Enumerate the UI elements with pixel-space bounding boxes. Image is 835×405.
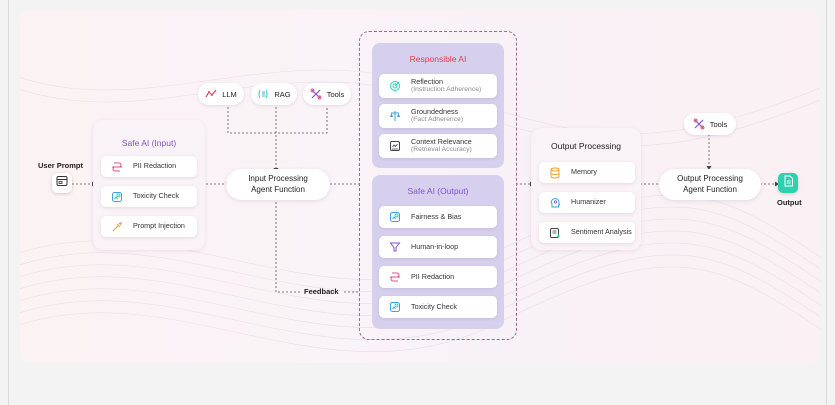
llm-icon: [205, 89, 217, 99]
llm-pill[interactable]: LLM: [198, 83, 244, 105]
document-icon: [783, 174, 794, 192]
safe-ai-input-title: Safe AI (Input): [121, 138, 177, 148]
right-border: [826, 0, 827, 405]
tools-label-top: Tools: [326, 89, 345, 99]
safe-ai-output-panel: Safe AI (Output) Fairness & Bias Human-i…: [372, 175, 504, 329]
output-label: Output: [777, 198, 802, 207]
funnel-icon: [388, 240, 402, 254]
output-node[interactable]: [778, 173, 798, 193]
safe-ai-output-title: Safe AI (Output): [407, 186, 469, 196]
safe-ai-input-item-prompt-injection[interactable]: Prompt Injection: [101, 216, 197, 237]
item-label: Human-in-loop: [411, 241, 459, 251]
responsible-ai-container: [359, 31, 517, 340]
llm-label: LLM: [222, 89, 237, 99]
item-label: Context Relevance: [411, 136, 472, 146]
item-sublabel: (Instruction Adherence): [411, 86, 482, 94]
input-agent-line1: Input Processing: [248, 174, 308, 184]
sentiment-icon: [548, 226, 562, 240]
safe-ai-input-item-pii[interactable]: PII Redaction: [101, 156, 197, 177]
tools-pill-top[interactable]: Tools: [303, 83, 351, 105]
responsible-ai-panel: Responsible AI Reflection(Instruction Ad…: [372, 43, 504, 168]
tools-pill-output[interactable]: Tools: [684, 113, 736, 135]
toxicity-check-icon: [388, 300, 402, 314]
output-processing-agent[interactable]: Output Processing Agent Function: [659, 169, 761, 200]
output-processing-item-memory[interactable]: Memory: [539, 162, 635, 183]
responsible-ai-title: Responsible AI: [409, 54, 467, 64]
item-label: Sentiment Analysis: [571, 227, 632, 237]
item-label: PII Redaction: [133, 161, 177, 171]
fairness-icon: [388, 210, 402, 224]
item-sublabel: (Retrieval Accuracy): [411, 146, 472, 154]
browser-window-icon: [56, 174, 68, 192]
safe-ai-input-panel: Safe AI (Input) PII Redaction Toxicity C…: [93, 120, 205, 250]
left-border: [8, 0, 9, 405]
responsible-ai-item-groundedness[interactable]: Groundedness(Fact Adherence): [379, 104, 497, 128]
safe-ai-output-item-toxicity[interactable]: Toxicity Check: [379, 296, 497, 318]
output-processing-panel: Output Processing Memory Humanizer Senti…: [531, 128, 641, 250]
prompt-injection-icon: [110, 220, 124, 234]
rag-pill[interactable]: RAG: [251, 83, 297, 105]
input-processing-agent[interactable]: Input Processing Agent Function: [226, 169, 330, 200]
item-label: Reflection: [411, 76, 443, 86]
pii-redaction-icon: [388, 270, 402, 284]
rag-icon: [257, 88, 269, 100]
scale-icon: [388, 109, 402, 123]
item-label: Humanizer: [571, 197, 606, 207]
tools-icon: [693, 118, 705, 130]
rag-label: RAG: [274, 89, 291, 99]
humanizer-icon: [548, 196, 562, 210]
responsible-ai-item-context-relevance[interactable]: Context Relevance(Retrieval Accuracy): [379, 134, 497, 158]
safe-ai-output-item-pii[interactable]: PII Redaction: [379, 266, 497, 288]
tools-label-output: Tools: [709, 119, 728, 129]
feedback-label: Feedback: [304, 287, 339, 296]
reflection-icon: [388, 79, 402, 93]
toxicity-check-icon: [110, 190, 124, 204]
tools-icon: [310, 88, 322, 100]
item-label: Toxicity Check: [411, 301, 457, 311]
output-agent-line1: Output Processing: [677, 174, 743, 184]
pii-redaction-icon: [110, 160, 124, 174]
item-label: Toxicity Check: [133, 191, 179, 201]
item-label: PII Redaction: [411, 271, 455, 281]
output-processing-title: Output Processing: [551, 141, 621, 151]
item-label: Prompt Injection: [133, 221, 185, 231]
context-relevance-icon: [388, 139, 402, 153]
input-agent-line2: Agent Function: [251, 184, 305, 194]
safe-ai-input-item-toxicity[interactable]: Toxicity Check: [101, 186, 197, 207]
item-label: Memory: [571, 167, 597, 177]
output-processing-item-sentiment[interactable]: Sentiment Analysis: [539, 222, 635, 243]
item-label: Fairness & Bias: [411, 211, 462, 221]
safe-ai-output-item-human-in-loop[interactable]: Human-in-loop: [379, 236, 497, 258]
safe-ai-output-item-fairness[interactable]: Fairness & Bias: [379, 206, 497, 228]
user-prompt-label: User Prompt: [38, 161, 84, 170]
output-agent-line2: Agent Function: [683, 184, 737, 194]
item-label: Groundedness: [411, 106, 459, 116]
item-sublabel: (Fact Adherence): [411, 116, 464, 124]
memory-icon: [548, 166, 562, 180]
responsible-ai-item-reflection[interactable]: Reflection(Instruction Adherence): [379, 74, 497, 98]
user-prompt-node[interactable]: [52, 173, 72, 193]
output-processing-item-humanizer[interactable]: Humanizer: [539, 192, 635, 213]
